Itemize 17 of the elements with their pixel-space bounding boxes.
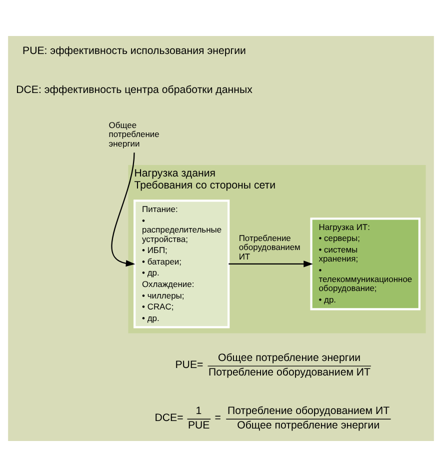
label: PUE: эффективность использования энергии <box>22 44 246 57</box>
label: 1 <box>196 404 202 417</box>
node-text: Общее потребление энергии <box>108 119 160 148</box>
label: Потребление оборудованием ИТ <box>228 404 390 417</box>
label: PUE <box>188 418 210 431</box>
label: = <box>214 411 222 424</box>
edge-label: Потребление оборудованием ИТ <box>238 232 300 261</box>
label: Общее потребление энергии <box>218 352 361 364</box>
node-box: Нагрузка ИТ: • серверы; • системы хранения; • телекоммуникационное оборудование; • др. <box>310 217 420 310</box>
label: PUE= <box>175 358 204 370</box>
label: Потребление оборудованием ИТ <box>208 366 371 378</box>
label: DCE: эффективность центра обработки данных <box>16 83 252 96</box>
arrow <box>228 260 313 267</box>
node-box: Питание: • распределительные устройства; • ИБП; • батареи; • др. Охлаждение: • чиллеры; • CRAC; • др. <box>134 199 230 328</box>
arrow <box>111 152 136 266</box>
label: Общее потребление энергии <box>237 418 380 431</box>
label: DCE= <box>154 411 184 424</box>
